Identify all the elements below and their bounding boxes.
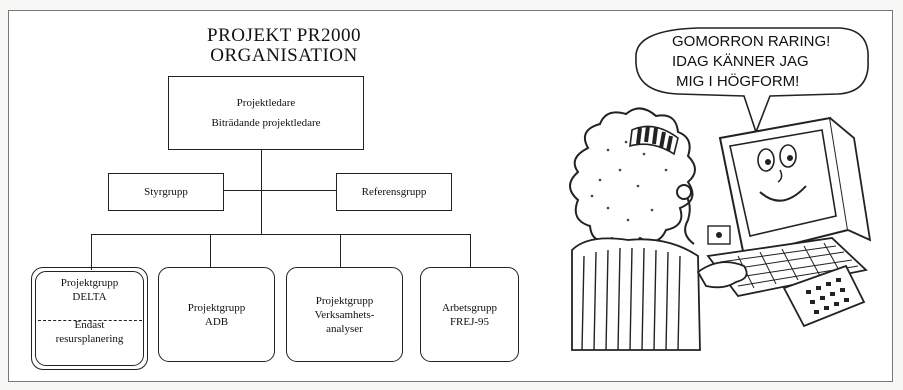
referensgrupp-label: Referensgrupp [361,186,427,198]
connector-drop-3 [340,234,342,267]
computer [696,116,872,328]
referensgrupp-box: Referensgrupp [336,173,452,211]
group-verksamhet-line-1: Projektgrupp [315,294,374,307]
leader-box-line-2: Biträdande projektledare [211,117,321,129]
group-frej-line-1: Arbetsgrupp [442,301,497,314]
connector-side-right [262,190,336,192]
group-delta-line-2: DELTA [72,291,107,303]
speech-line-3: MIG I HÖGFORM! [676,72,799,90]
group-verksamhet-line-3: analyser [326,322,363,335]
connector-drop-2 [210,234,212,267]
title-line-2: ORGANISATION [210,45,358,66]
group-adb-line-1: Projektgrupp [187,301,246,314]
group-delta-sub-2: resursplanering [55,333,124,345]
character-figure [569,107,701,351]
group-delta-dashed-divider [38,320,142,321]
connector-drop-4 [470,234,472,267]
group-adb-box: Projektgrupp ADB [158,267,275,362]
speech-line-1: GOMORRON RARING! [672,33,830,50]
connector-side-left [224,190,261,192]
speech-line-2: IDAG KÄNNER JAG [672,53,809,70]
group-verksamhet-line-2: Verksamhets- [314,308,375,321]
leader-box: Projektledare Biträdande projektledare [168,76,364,150]
leader-box-line-1: Projektledare [236,97,296,109]
group-delta-sub-1: Endast [74,319,105,331]
styrgrupp-box: Styrgrupp [108,173,224,211]
group-verksamhet-box: Projektgrupp Verksamhets- analyser [286,267,403,362]
connector-horizontal-bus [91,234,471,236]
group-frej-line-2: FREJ-95 [449,315,490,328]
group-delta-line-1: Projektgrupp [60,277,119,289]
group-delta-box: Projektgrupp DELTA Endast resursplanerin… [35,271,144,366]
cartoon-illustration: GOMORRON RARING! IDAG KÄNNER JAG MIG I H… [569,27,872,351]
title-line-1: PROJEKT PR2000 [207,25,361,46]
chart-title: PROJEKT PR2000 ORGANISATION [184,26,384,66]
group-delta-outer-border [31,267,148,370]
group-frej-box: Arbetsgrupp FREJ-95 [420,267,519,362]
connector-drop-1 [91,234,93,270]
speech-bubble: GOMORRON RARING! IDAG KÄNNER JAG MIG I H… [635,27,869,135]
styrgrupp-label: Styrgrupp [144,186,188,198]
group-adb-line-2: ADB [204,315,229,328]
connector-main-vertical [261,150,263,234]
